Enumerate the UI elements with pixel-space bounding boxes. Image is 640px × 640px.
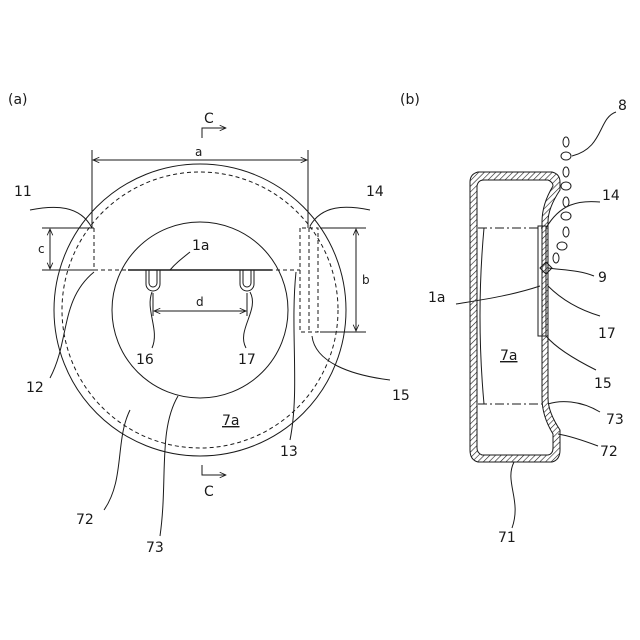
leader-72 bbox=[104, 410, 130, 510]
panel-label-b: (b) bbox=[400, 92, 420, 108]
label-16: 16 bbox=[136, 352, 154, 368]
leader-9 bbox=[548, 268, 594, 276]
dimension-b: b bbox=[320, 228, 370, 332]
leader-73 bbox=[160, 396, 178, 536]
dimension-a-label: a bbox=[195, 145, 202, 159]
dimension-d-label: d bbox=[196, 295, 204, 309]
dimension-c: c bbox=[38, 228, 94, 270]
label-15: 15 bbox=[392, 388, 410, 404]
leader-71 bbox=[511, 462, 515, 528]
label-17b: 17 bbox=[598, 326, 616, 342]
leader-11 bbox=[30, 207, 92, 228]
dimension-d: d bbox=[153, 293, 247, 316]
leader-73b bbox=[548, 402, 600, 412]
leader-14 bbox=[310, 207, 370, 226]
label-73: 73 bbox=[146, 540, 164, 556]
inner-contour-left bbox=[480, 228, 484, 404]
tire-dashed-outline bbox=[62, 172, 338, 448]
label-7ab: 7a bbox=[500, 348, 518, 364]
label-12: 12 bbox=[26, 380, 44, 396]
section-mark-bottom: C bbox=[202, 465, 226, 500]
dimension-a: a bbox=[92, 145, 308, 228]
hook-16 bbox=[146, 270, 160, 291]
view-a-front: (a) C C a c bbox=[8, 92, 410, 556]
leader-72b bbox=[558, 434, 598, 446]
label-72: 72 bbox=[76, 512, 94, 528]
section-mark-top: C bbox=[202, 111, 226, 138]
label-14b: 14 bbox=[602, 188, 620, 204]
label-71: 71 bbox=[498, 530, 516, 546]
hook-17 bbox=[240, 270, 254, 291]
leader-13 bbox=[290, 272, 296, 440]
dimension-c-label: c bbox=[38, 242, 45, 256]
label-1ab: 1a bbox=[428, 290, 446, 306]
leader-17b bbox=[548, 286, 600, 316]
leader-15 bbox=[312, 336, 390, 380]
leader-8 bbox=[572, 112, 616, 156]
leader-1ab bbox=[456, 286, 540, 304]
leader-1a bbox=[170, 252, 190, 270]
section-label-top: C bbox=[204, 111, 214, 127]
label-72b: 72 bbox=[600, 444, 618, 460]
leader-17 bbox=[244, 292, 253, 348]
panel-label-a: (a) bbox=[8, 92, 28, 108]
label-11: 11 bbox=[14, 184, 32, 200]
section-label-bottom: C bbox=[204, 484, 214, 500]
view-b-section: (b) bbox=[400, 92, 627, 546]
leader-16 bbox=[150, 292, 154, 348]
label-73b: 73 bbox=[606, 412, 624, 428]
label-8: 8 bbox=[618, 98, 627, 114]
label-9: 9 bbox=[598, 270, 607, 286]
leader-14b bbox=[546, 202, 600, 228]
label-17: 17 bbox=[238, 352, 256, 368]
chain-8 bbox=[553, 137, 571, 263]
leader-15b bbox=[546, 336, 596, 370]
label-1a: 1a bbox=[192, 238, 210, 254]
label-7a: 7a bbox=[222, 413, 240, 429]
label-14: 14 bbox=[366, 184, 384, 200]
dimension-b-label: b bbox=[362, 273, 370, 287]
label-13: 13 bbox=[280, 444, 298, 460]
label-15b: 15 bbox=[594, 376, 612, 392]
tire-outer-contour bbox=[54, 164, 346, 456]
